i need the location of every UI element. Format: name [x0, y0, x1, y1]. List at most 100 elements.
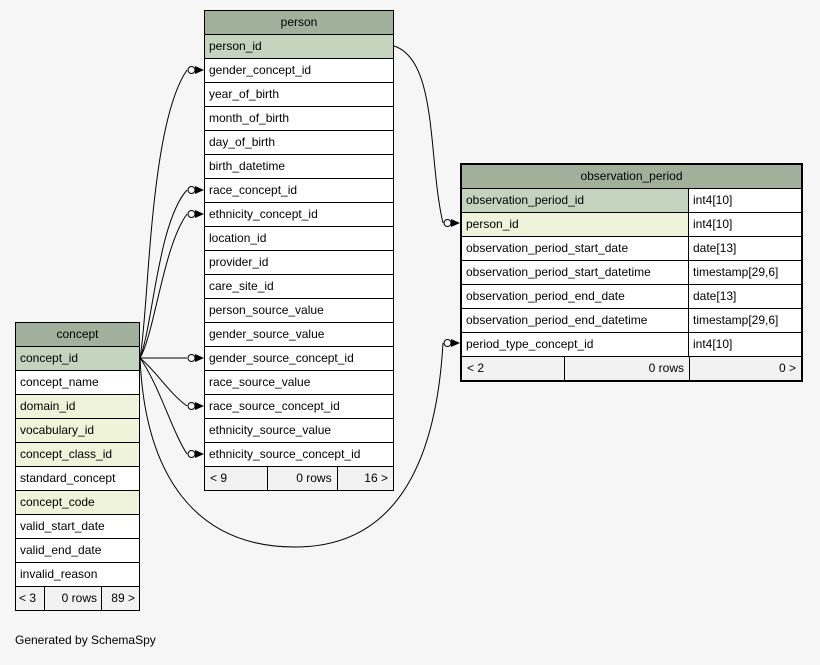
table-observation-period: observation_period observation_period_id… [460, 163, 803, 382]
row-count: 0 rows [565, 357, 690, 380]
column-name: gender_concept_id [209, 63, 312, 77]
column-row-vocabulary_id[interactable]: vocabulary_id [16, 419, 139, 443]
column-row-provider_id[interactable]: provider_id [205, 251, 393, 275]
column-name: period_type_concept_id [466, 337, 594, 351]
column-name: gender_source_value [209, 327, 325, 341]
table-observation-period-title[interactable]: observation_period [462, 165, 801, 189]
column-row-ethnicity_source_value[interactable]: ethnicity_source_value [205, 419, 393, 443]
column-name: concept_id [16, 347, 139, 370]
fk-connector-concept-race_source_concept_id [139, 357, 204, 410]
fk-connector-person-person_id [393, 45, 460, 227]
table-concept-footer: < 3 0 rows 89 > [16, 587, 139, 610]
column-row-birth_datetime[interactable]: birth_datetime [205, 155, 393, 179]
table-person-footer: < 9 0 rows 16 > [205, 467, 393, 490]
column-row-gender_source_concept_id[interactable]: gender_source_concept_id [205, 347, 393, 371]
column-type: int4[10] [688, 189, 801, 212]
column-row-month_of_birth[interactable]: month_of_birth [205, 107, 393, 131]
column-type: date[13] [688, 285, 801, 308]
degree-in-count: < 3 [16, 587, 45, 610]
fk-connector-concept-race_concept_id [139, 186, 204, 359]
column-row-standard_concept[interactable]: standard_concept [16, 467, 139, 491]
column-name: valid_start_date [20, 519, 105, 533]
column-name: day_of_birth [209, 135, 276, 149]
column-row-person_source_value[interactable]: person_source_value [205, 299, 393, 323]
column-row-race_source_value[interactable]: race_source_value [205, 371, 393, 395]
column-type: timestamp[29,6] [688, 261, 801, 284]
column-row-ethnicity_source_concept_id[interactable]: ethnicity_source_concept_id [205, 443, 393, 467]
column-row-concept_code[interactable]: concept_code [16, 491, 139, 515]
column-name: concept_name [20, 375, 99, 389]
fk-connector-concept-ethnicity_source_concept_id [139, 357, 204, 458]
degree-in-count: < 2 [462, 357, 565, 380]
column-row-race_concept_id[interactable]: race_concept_id [205, 179, 393, 203]
column-row-invalid_reason[interactable]: invalid_reason [16, 563, 139, 587]
column-name: month_of_birth [209, 111, 290, 125]
degree-in-count: < 9 [205, 467, 269, 490]
column-name: birth_datetime [209, 159, 286, 173]
column-type: int4[10] [688, 213, 801, 236]
column-type: int4[10] [688, 333, 801, 356]
column-name: race_source_value [209, 375, 311, 389]
table-concept-title[interactable]: concept [16, 323, 139, 347]
column-row-domain_id[interactable]: domain_id [16, 395, 139, 419]
degree-out-count: 89 > [111, 591, 135, 605]
fk-connector-concept-gender_concept_id [139, 66, 204, 359]
column-row-period_type_concept_id[interactable]: period_type_concept_id int4[10] [462, 333, 801, 357]
column-name: valid_end_date [20, 543, 102, 557]
column-row-concept_class_id[interactable]: concept_class_id [16, 443, 139, 467]
column-name: observation_period_start_date [466, 241, 629, 255]
column-row-observation_period_start_datetime[interactable]: observation_period_start_datetime timesta… [462, 261, 801, 285]
column-row-observation_period_end_date[interactable]: observation_period_end_date date[13] [462, 285, 801, 309]
column-name: race_source_concept_id [209, 399, 340, 413]
column-row-location_id[interactable]: location_id [205, 227, 393, 251]
column-name: ethnicity_concept_id [209, 207, 318, 221]
column-row-gender_concept_id[interactable]: gender_concept_id [205, 59, 393, 83]
column-type: date[13] [688, 237, 801, 260]
table-person-title[interactable]: person [205, 11, 393, 35]
column-name: location_id [209, 231, 267, 245]
column-row-concept_id[interactable]: concept_id [16, 347, 139, 371]
column-name: race_concept_id [209, 183, 298, 197]
row-count: 0 rows [268, 467, 338, 490]
column-row-day_of_birth[interactable]: day_of_birth [205, 131, 393, 155]
column-row-ethnicity_concept_id[interactable]: ethnicity_concept_id [205, 203, 393, 227]
column-row-year_of_birth[interactable]: year_of_birth [205, 83, 393, 107]
column-name: provider_id [209, 255, 269, 269]
column-name: concept_code [16, 491, 139, 514]
column-row-valid_start_date[interactable]: valid_start_date [16, 515, 139, 539]
column-name: ethnicity_source_concept_id [209, 447, 361, 461]
degree-out-count: 16 > [364, 471, 388, 485]
fk-connector-concept-ethnicity_concept_id [139, 210, 204, 359]
column-row-person_id[interactable]: person_id [205, 35, 393, 59]
column-name: domain_id [16, 395, 139, 418]
column-row-race_source_concept_id[interactable]: race_source_concept_id [205, 395, 393, 419]
column-name: observation_period_start_datetime [466, 265, 651, 279]
column-row-gender_source_value[interactable]: gender_source_value [205, 323, 393, 347]
fk-connector-concept-gender_source_concept_id [140, 354, 204, 362]
column-row-valid_end_date[interactable]: valid_end_date [16, 539, 139, 563]
column-name: observation_period_end_date [466, 289, 625, 303]
column-row-care_site_id[interactable]: care_site_id [205, 275, 393, 299]
column-name: observation_period_id [462, 189, 688, 212]
table-observation-period-footer: < 2 0 rows 0 > [462, 357, 801, 380]
column-name: standard_concept [20, 471, 116, 485]
column-name: person_id [205, 35, 393, 58]
column-row-observation_period_start_date[interactable]: observation_period_start_date date[13] [462, 237, 801, 261]
column-name: invalid_reason [20, 567, 98, 581]
column-name: vocabulary_id [16, 419, 139, 442]
table-person: person person_id gender_concept_id year_of… [204, 10, 394, 491]
column-type: timestamp[29,6] [688, 309, 801, 332]
column-row-concept_name[interactable]: concept_name [16, 371, 139, 395]
column-name: person_source_value [209, 303, 324, 317]
column-name: concept_class_id [16, 443, 139, 466]
degree-out-count: 0 > [778, 361, 796, 375]
row-count: 0 rows [45, 587, 102, 610]
column-name: person_id [462, 213, 688, 236]
